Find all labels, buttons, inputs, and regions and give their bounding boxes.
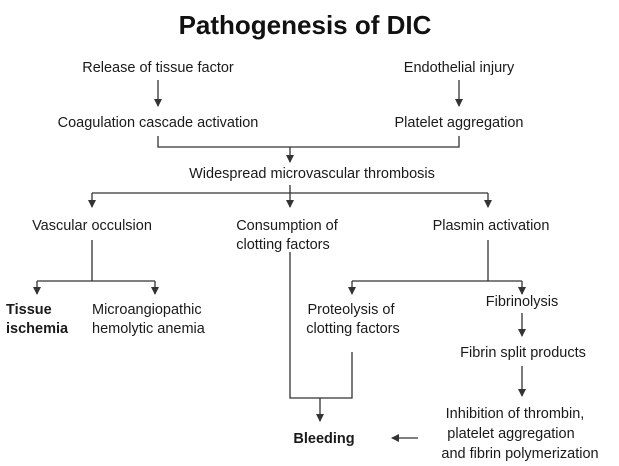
node-bleeding: Bleeding <box>293 431 354 447</box>
connector-merge-to-thrombosis <box>157 136 460 148</box>
node-fibrin-split: Fibrin split products <box>460 345 586 361</box>
node-inhibition-line-2: platelet aggregation <box>447 426 574 442</box>
node-proteolysis-line-1: Proteolysis of <box>307 302 395 318</box>
node-inhibition: Inhibition of thrombin, platelet aggrega… <box>441 406 598 462</box>
node-proteolysis: Proteolysis of clotting factors <box>306 302 400 337</box>
node-inhibition-line-3: and fibrin polymerization <box>441 446 598 462</box>
node-consumption-line-2: clotting factors <box>236 237 330 253</box>
node-mah-anemia: Microangiopathic hemolytic anemia <box>92 302 206 337</box>
node-proteolysis-line-2: clotting factors <box>306 321 400 337</box>
node-vascular-occlusion: Vascular occulsion <box>32 218 152 234</box>
connector-proteolysis-to-bleeding <box>320 352 353 399</box>
node-tissue-factor: Release of tissue factor <box>82 60 234 76</box>
connector-consumption-to-bleeding <box>289 252 320 399</box>
node-consumption-line-1: Consumption of <box>236 218 339 234</box>
node-inhibition-line-1: Inhibition of thrombin, <box>446 406 585 422</box>
node-fibrinolysis: Fibrinolysis <box>486 294 559 310</box>
node-plasmin: Plasmin activation <box>433 218 550 234</box>
node-mah-anemia-line-2: hemolytic anemia <box>92 321 206 337</box>
node-endothelial-injury: Endothelial injury <box>404 60 515 76</box>
node-mah-anemia-line-1: Microangiopathic <box>92 302 202 318</box>
node-coagulation: Coagulation cascade activation <box>58 115 259 131</box>
node-consumption: Consumption of clotting factors <box>236 218 342 253</box>
node-tissue-ischemia-line-2: ischemia <box>6 321 69 337</box>
diagram-title: Pathogenesis of DIC <box>179 10 432 40</box>
node-platelet-aggregation: Platelet aggregation <box>395 115 524 131</box>
node-tissue-ischemia: Tissue ischemia <box>6 302 69 337</box>
node-thrombosis: Widespread microvascular thrombosis <box>189 166 435 182</box>
node-tissue-ischemia-line-1: Tissue <box>6 302 52 318</box>
